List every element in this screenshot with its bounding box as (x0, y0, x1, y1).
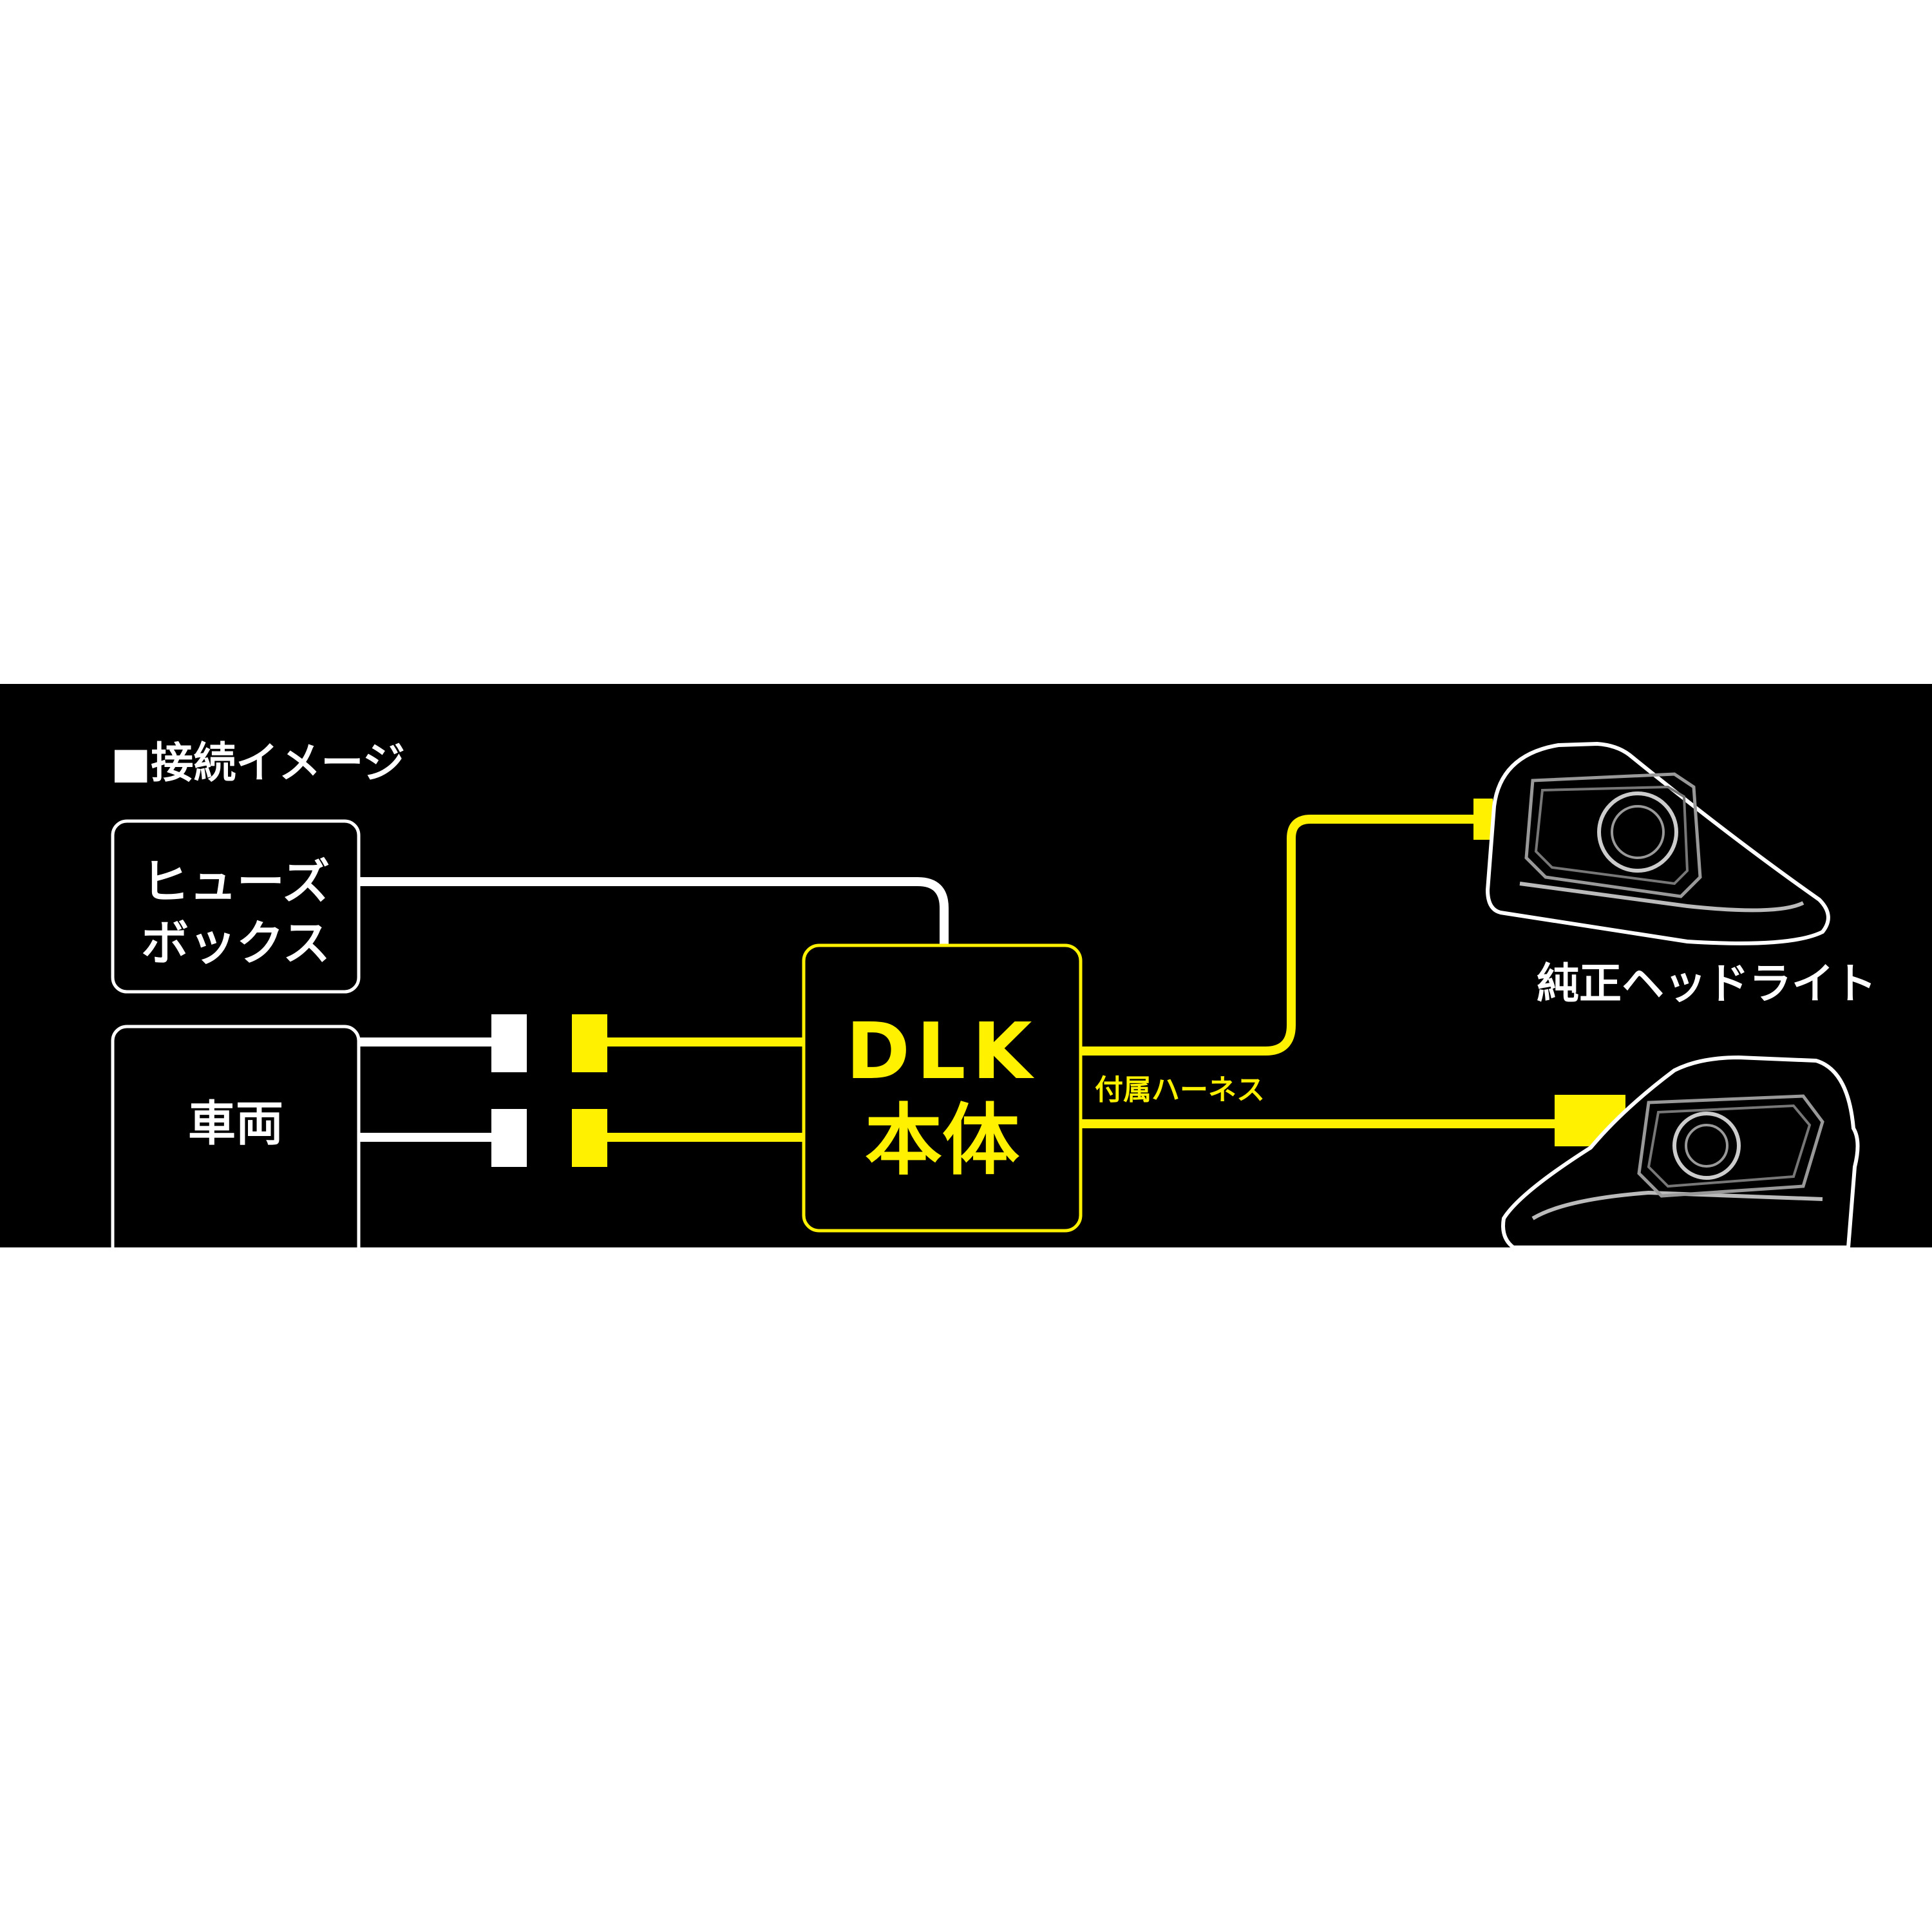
vehicle-node: 車両 (111, 1025, 361, 1247)
vehicle-connector-bottom (491, 1109, 527, 1167)
vehicle-label: 車両 (188, 1096, 283, 1151)
fuse-box-wire (359, 877, 949, 948)
diagram-title: ■接続イメージ (111, 738, 405, 788)
dlk-unit-node: DLK 本体 (802, 943, 1083, 1233)
fuse-box-label-line2: ボックス (141, 916, 330, 971)
vehicle-connector-top (491, 1014, 527, 1072)
harness-label: 付属ハーネス (1095, 1074, 1265, 1106)
dlk-unit-label-line2: 本体 (865, 1096, 1019, 1186)
dlk-unit-label-line1: DLK (846, 1007, 1038, 1097)
dlk-input-wires (572, 1014, 805, 1167)
connection-diagram-panel: ■接続イメージ ヒューズ ボックス 車両 (0, 684, 1932, 1247)
dlk-connector-top (572, 1014, 607, 1072)
vehicle-wires (359, 1014, 527, 1167)
headlight-top-image (1485, 741, 1830, 945)
headlight-connector-top (1473, 799, 1493, 840)
headlight-label: 純正ヘッドライト (1537, 959, 1877, 1009)
connection-diagram: ■接続イメージ ヒューズ ボックス 車両 (111, 738, 1877, 1247)
fuse-box-label-line1: ヒューズ (142, 855, 330, 910)
fuse-box-node: ヒューズ ボックス (111, 819, 361, 994)
dlk-connector-bottom (572, 1109, 607, 1167)
headlight-bottom-image (1501, 1055, 1860, 1247)
